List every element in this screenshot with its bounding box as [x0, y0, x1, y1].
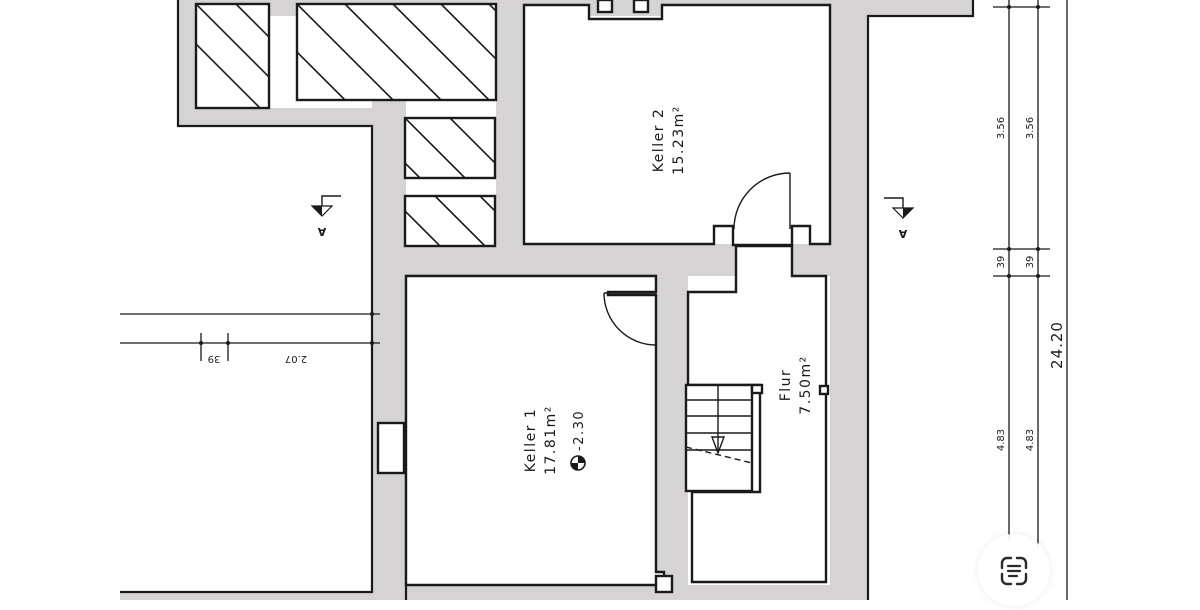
svg-text:15.23m²: 15.23m² [671, 105, 687, 175]
svg-text:-2.30: -2.30 [572, 410, 587, 451]
room-label-flur: Flur 7.50m² [778, 355, 814, 414]
doors [603, 172, 791, 346]
dimension-overall: 24.20 [1048, 0, 1068, 600]
svg-text:3.56: 3.56 [1025, 117, 1036, 139]
svg-text:24.20: 24.20 [1048, 321, 1066, 369]
svg-text:7.50m²: 7.50m² [798, 355, 814, 414]
svg-text:39: 39 [1025, 256, 1036, 269]
svg-text:4.83: 4.83 [996, 429, 1007, 451]
level-marker: -2.30 [570, 410, 587, 471]
shaft-2 [295, 2, 498, 102]
stair-direction-arrow [710, 436, 726, 455]
hatched-shafts [194, 2, 498, 248]
text-scan-button[interactable] [978, 534, 1050, 606]
door-swing-keller-1 [603, 292, 657, 346]
section-marker-right: A [884, 197, 915, 240]
svg-text:39: 39 [208, 353, 221, 364]
svg-text:3.56: 3.56 [996, 117, 1007, 139]
text-scan-icon [1000, 556, 1028, 586]
dimension-chain-left: 39 2.07 [120, 312, 380, 364]
room-keller-1 [376, 274, 666, 587]
staircase [684, 383, 830, 493]
column [654, 574, 674, 594]
svg-text:2.07: 2.07 [285, 353, 307, 364]
svg-text:4.83: 4.83 [1025, 429, 1036, 451]
dimension-chain-right-b: 3.56 39 4.83 [1025, 0, 1040, 548]
svg-text:A: A [898, 227, 907, 240]
room-label-keller-1: Keller 1 17.81m² [523, 405, 559, 475]
svg-text:Keller 1: Keller 1 [523, 408, 539, 473]
svg-text:Keller 2: Keller 2 [651, 108, 667, 173]
wall-niche [376, 421, 406, 475]
svg-text:39: 39 [996, 256, 1007, 269]
svg-text:Flur: Flur [778, 369, 794, 402]
stair-cut-line [685, 446, 753, 464]
svg-text:17.81m²: 17.81m² [543, 405, 559, 475]
room-label-keller-2: Keller 2 15.23m² [651, 105, 687, 175]
room-keller-2 [522, 0, 832, 247]
dimension-chain-right-a: 3.56 39 4.83 [993, 0, 1050, 540]
section-marker-left: A [310, 195, 341, 238]
svg-text:A: A [317, 225, 326, 238]
shaft-3 [403, 116, 497, 180]
shaft-4 [403, 194, 497, 248]
door-swing-keller-2 [733, 172, 791, 230]
